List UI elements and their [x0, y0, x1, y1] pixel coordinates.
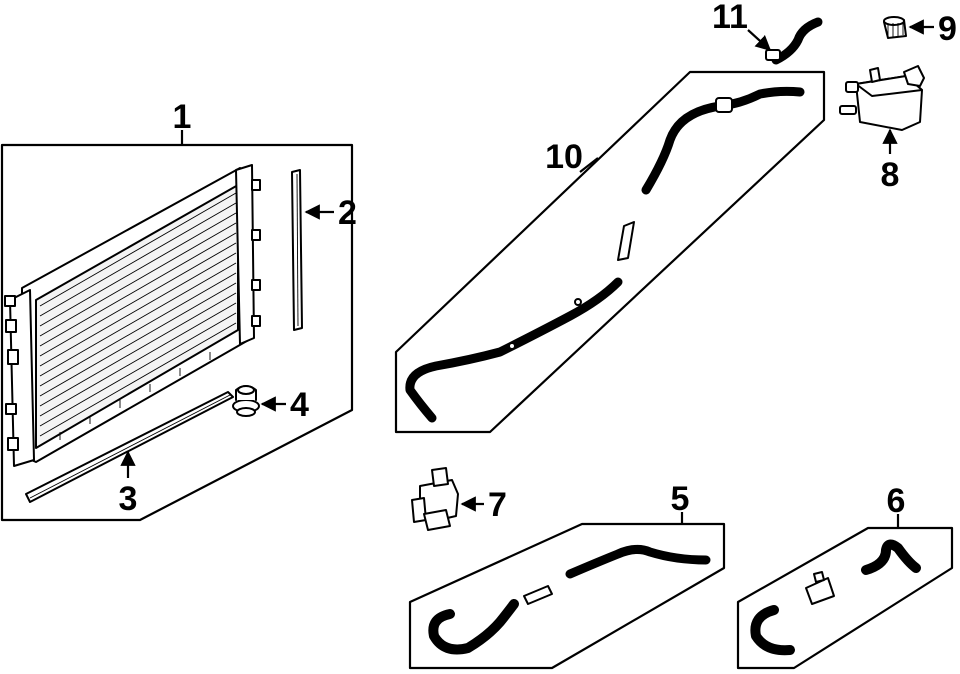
group-5-outline — [408, 522, 726, 670]
callout-9: 9 — [938, 10, 957, 48]
cap-icon[interactable] — [883, 16, 907, 39]
callout-11: 11 — [712, 0, 748, 36]
reservoir-icon[interactable] — [839, 65, 925, 131]
hose-kit-icon[interactable] — [428, 544, 711, 655]
connector-hose-icon[interactable] — [765, 17, 823, 65]
hose-kit-2-icon[interactable] — [750, 539, 921, 656]
radiator-group — [0, 130, 354, 522]
callout-8: 8 — [881, 156, 900, 194]
upper-hose-group — [394, 70, 826, 434]
valve-icon[interactable] — [411, 467, 459, 531]
hose-kit-group — [408, 512, 726, 670]
callout-3: 3 — [119, 480, 138, 518]
callout-2: 2 — [338, 194, 357, 232]
group-1-outline — [0, 143, 354, 522]
callout-4: 4 — [290, 386, 309, 424]
seal-icon[interactable] — [291, 169, 303, 331]
group-10-outline — [394, 70, 826, 434]
callout-7: 7 — [488, 486, 507, 524]
callout-10: 10 — [545, 138, 583, 176]
radiator-fins — [39, 192, 237, 437]
callout-11-arrow — [747, 29, 772, 52]
callout-1: 1 — [173, 98, 192, 136]
group-6-outline — [736, 526, 954, 670]
upper-hose-icon[interactable] — [405, 86, 805, 423]
callout-10-leader — [579, 157, 599, 173]
mount-bushing-icon[interactable] — [232, 385, 260, 417]
hose-kit-2-group — [736, 514, 954, 670]
callout-5: 5 — [671, 480, 690, 518]
radiator-icon[interactable] — [4, 164, 261, 467]
lower-seal-icon[interactable] — [25, 391, 234, 503]
callout-6: 6 — [887, 482, 906, 520]
